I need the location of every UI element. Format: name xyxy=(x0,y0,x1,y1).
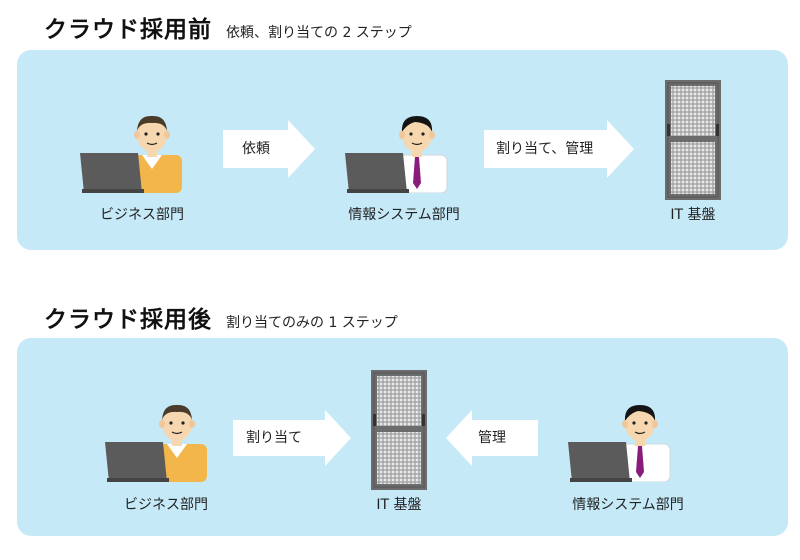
actor-label-business: ビジネス部門 xyxy=(100,207,184,223)
section-before-title-row: クラウド採用前 依頼、割り当ての 2 ステップ xyxy=(44,10,412,44)
business-person-icon xyxy=(105,402,215,482)
is-person-icon xyxy=(345,113,455,193)
business-person-icon xyxy=(80,113,190,193)
actor-label-infra: IT 基盤 xyxy=(376,497,422,513)
server-rack-icon xyxy=(371,370,427,490)
section-subtitle: 割り当てのみの 1 ステップ xyxy=(226,315,398,331)
arrow-right-icon xyxy=(233,410,351,466)
arrow-label-manage: 管理 xyxy=(478,430,506,446)
arrow-right-icon xyxy=(223,120,315,178)
arrow-label-assign: 割り当て xyxy=(246,430,302,446)
section-subtitle: 依頼、割り当ての 2 ステップ xyxy=(226,25,412,41)
server-rack-icon xyxy=(665,80,721,200)
arrow-label-request: 依頼 xyxy=(242,141,270,157)
actor-label-infra: IT 基盤 xyxy=(670,207,716,223)
section-after-title-row: クラウド採用後 割り当てのみの 1 ステップ xyxy=(44,300,398,334)
section-title: クラウド採用前 xyxy=(44,17,212,43)
section-title: クラウド採用後 xyxy=(44,307,212,333)
arrow-left-icon xyxy=(446,410,538,466)
arrow-label-assign-manage: 割り当て、管理 xyxy=(496,141,594,157)
actor-label-is: 情報システム部門 xyxy=(572,497,684,513)
arrow-right-icon xyxy=(484,120,634,178)
actor-label-business: ビジネス部門 xyxy=(124,497,208,513)
actor-label-is: 情報システム部門 xyxy=(348,207,460,223)
is-person-icon xyxy=(568,402,678,482)
